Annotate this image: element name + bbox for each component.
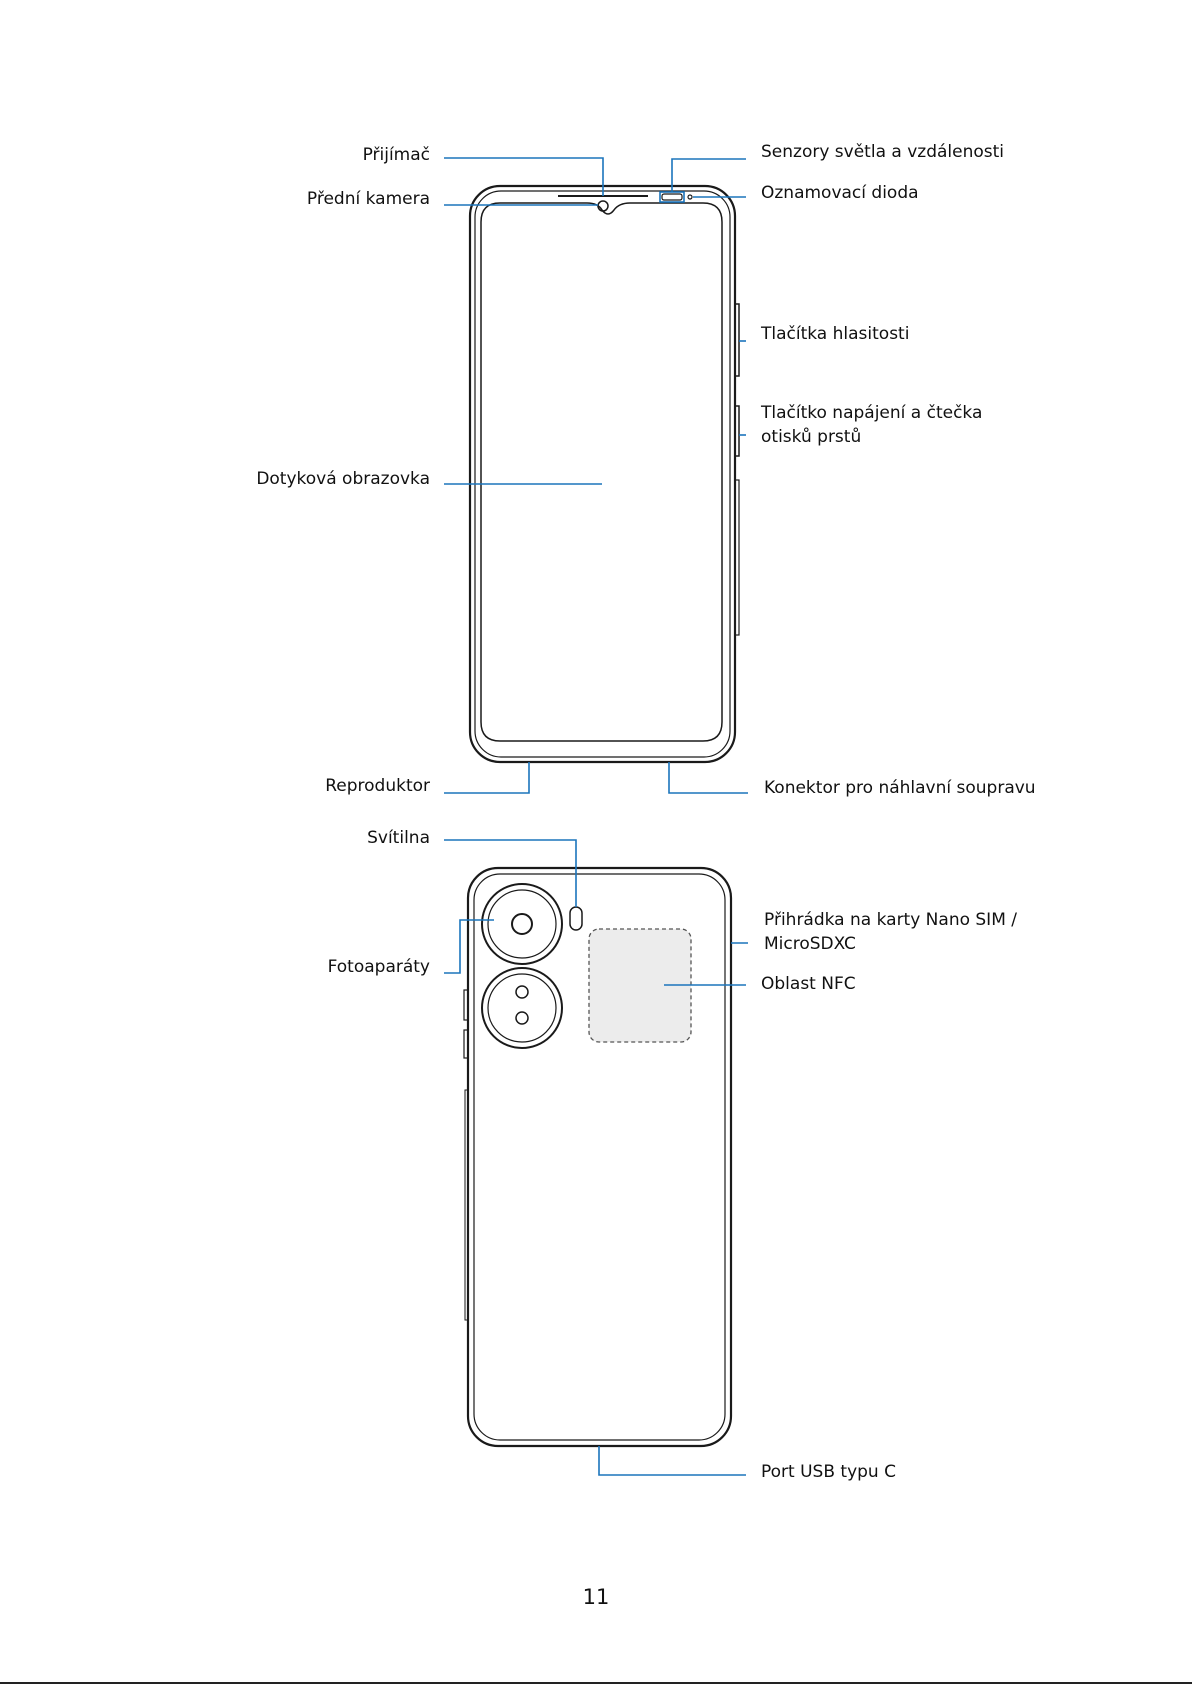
bottom-rule: [0, 1682, 1192, 1684]
side-strip: [735, 480, 739, 635]
label-usb-port: Port USB typu C: [761, 1460, 896, 1484]
camera-ring-1-inner: [488, 890, 556, 958]
camera-ring-2: [482, 968, 562, 1048]
label-touchscreen: Dotyková obrazovka: [256, 467, 430, 491]
label-speaker: Reproduktor: [325, 774, 430, 798]
camera-lens-1: [512, 914, 532, 934]
label-notification-led: Oznamovací dioda: [761, 181, 919, 205]
label-power-button: Tlačítko napájení a čtečka otisků prstů: [761, 401, 982, 449]
led-dot: [688, 195, 692, 199]
volume-key: [735, 304, 739, 376]
camera-ring-2-inner: [488, 974, 556, 1042]
front-body-outer: [470, 186, 735, 762]
label-power-button-line2: otisků prstů: [761, 425, 982, 449]
phone-back: [464, 868, 731, 1446]
phone-front: [470, 186, 739, 762]
camera-sensor-a: [516, 986, 528, 998]
label-flashlight: Svítilna: [367, 826, 430, 850]
label-sim-tray-line2: MicroSDXC: [764, 932, 1017, 956]
label-volume-buttons: Tlačítka hlasitosti: [761, 322, 909, 346]
leader-receiver: [444, 158, 603, 196]
sensor-window: [662, 194, 682, 200]
leader-usb: [599, 1446, 746, 1475]
leader-headset: [669, 762, 748, 793]
label-nfc-area: Oblast NFC: [761, 972, 856, 996]
power-key: [735, 406, 739, 456]
label-light-proximity-sensors: Senzory světla a vzdálenosti: [761, 140, 1004, 164]
back-left-strip: [465, 1090, 468, 1320]
label-receiver: Přijímač: [363, 143, 430, 167]
label-front-camera: Přední kamera: [307, 187, 430, 211]
label-power-button-line1: Tlačítko napájení a čtečka: [761, 401, 982, 425]
leader-speaker: [444, 762, 529, 793]
flash-window: [570, 907, 582, 930]
camera-ring-1: [482, 884, 562, 964]
front-screen: [481, 203, 722, 741]
label-headset-jack: Konektor pro náhlavní soupravu: [764, 776, 1036, 800]
label-sim-tray: Přihrádka na karty Nano SIM / MicroSDXC: [764, 908, 1017, 956]
page-number: 11: [0, 1585, 1192, 1609]
label-sim-tray-line1: Přihrádka na karty Nano SIM /: [764, 908, 1017, 932]
label-cameras: Fotoaparáty: [328, 955, 430, 979]
front-body-inner: [475, 191, 730, 757]
leader-lines: [444, 158, 748, 1475]
camera-sensor-b: [516, 1012, 528, 1024]
